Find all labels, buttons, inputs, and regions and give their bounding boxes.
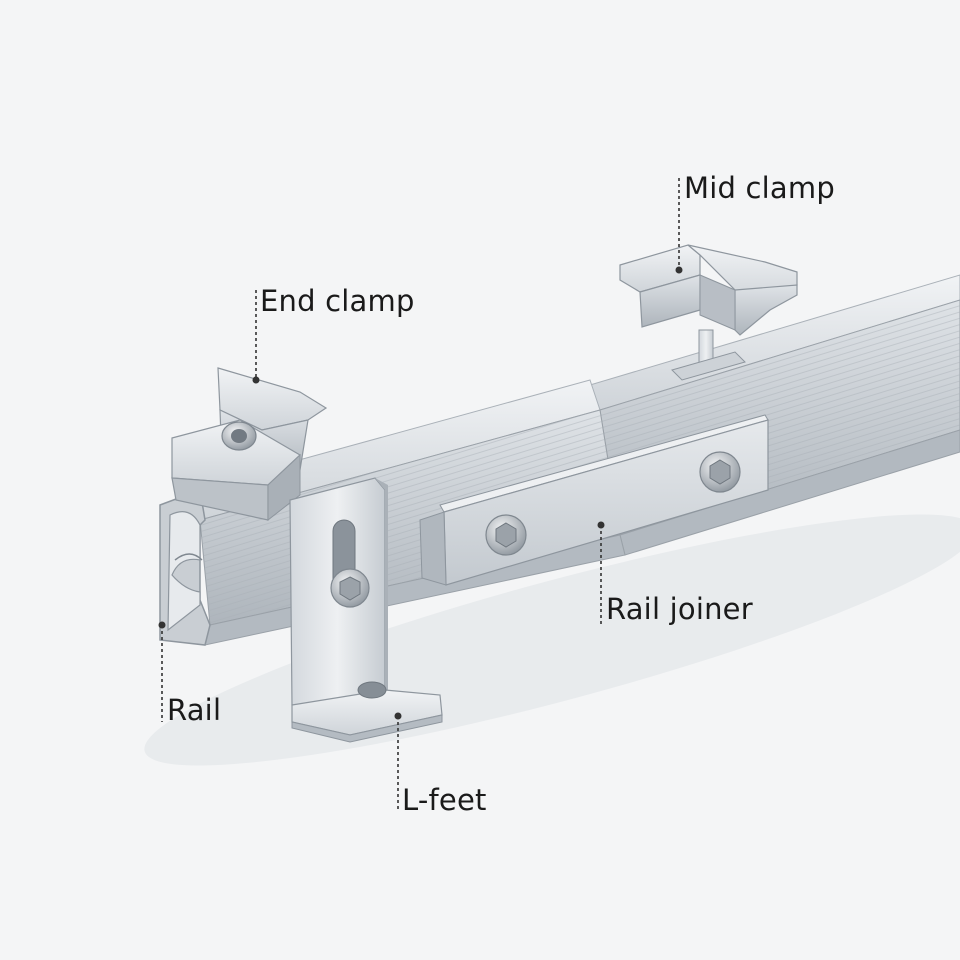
hex-bolt-icon [331, 569, 369, 607]
end-clamp-label: End clamp [260, 287, 415, 316]
rail-joiner-label: Rail joiner [606, 595, 753, 624]
rail-end-profile [160, 490, 210, 645]
rail-label: Rail [167, 696, 221, 725]
hex-bolt-icon [486, 515, 526, 555]
l-feet-label: L-feet [402, 786, 487, 815]
hex-bolt-icon [700, 452, 740, 492]
mid-clamp-label: Mid clamp [684, 174, 835, 203]
hex-bolt-icon [222, 422, 256, 450]
